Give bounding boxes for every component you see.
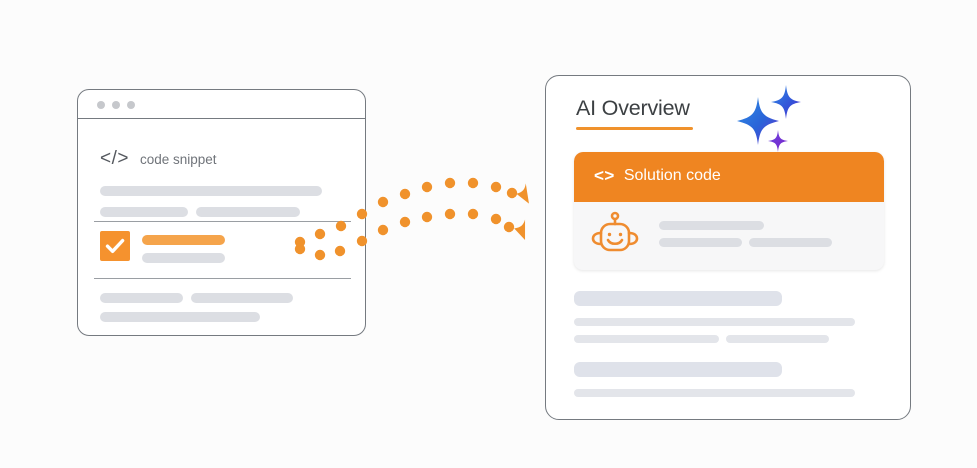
code-bar-row-4-seg-1 bbox=[100, 312, 260, 322]
code-bar-row-2-seg-1 bbox=[100, 207, 188, 217]
arrow-upper-dot-9 bbox=[467, 177, 479, 189]
content-bar-content-row-5-seg-1 bbox=[574, 389, 855, 397]
checkbox-bar-checkbox-row-seg-1 bbox=[142, 235, 225, 245]
window-dot-close-icon[interactable] bbox=[97, 101, 105, 109]
arrow-upper-dot-8 bbox=[444, 177, 456, 189]
code-bar-row-3-seg-1 bbox=[100, 293, 183, 303]
content-bar-content-row-2-seg-1 bbox=[574, 318, 855, 326]
solution-bar-body-row-2-seg-2 bbox=[749, 238, 832, 247]
content-bar-content-row-1-seg-1 bbox=[574, 291, 782, 306]
arrow-lower-dot-11 bbox=[503, 221, 515, 233]
arrow-lower-dot-9 bbox=[467, 208, 479, 220]
solution-bar-body-row-2-seg-1 bbox=[659, 238, 742, 247]
arrow-upper-dot-6 bbox=[399, 188, 411, 200]
solution-code-heading: <> Solution code bbox=[594, 166, 721, 186]
arrow-upper-dot-5 bbox=[377, 196, 389, 208]
sparkle-large bbox=[737, 97, 779, 145]
window-dot-minimize-icon[interactable] bbox=[112, 101, 120, 109]
checkbox-bar-checkbox-row-seg-2 bbox=[142, 253, 225, 263]
check-icon bbox=[105, 238, 125, 253]
arrow-lower-dot-10 bbox=[490, 213, 502, 225]
arrow-upper-arrowhead bbox=[516, 183, 529, 204]
arrow-lower-dot-7 bbox=[421, 211, 433, 223]
content-bar-content-row-4-seg-1 bbox=[574, 362, 782, 377]
content-bar-content-row-3-seg-2 bbox=[726, 335, 829, 343]
arrow-upper-dot-10 bbox=[490, 181, 502, 193]
page-title: AI Overview bbox=[576, 96, 690, 120]
ai-overview-panel: AI Overview bbox=[545, 75, 911, 420]
title-underline bbox=[576, 127, 693, 131]
arrow-upper-dot-11 bbox=[506, 187, 518, 199]
code-bar-row-1-seg-1 bbox=[100, 186, 322, 196]
solution-code-card[interactable]: <> Solution code bbox=[574, 152, 884, 270]
code-snippet-window: </> code snippet bbox=[77, 89, 366, 336]
arrow-lower-dot-5 bbox=[377, 224, 389, 236]
window-dot-maximize-icon[interactable] bbox=[127, 101, 135, 109]
arrow-lower-arrowhead bbox=[514, 219, 526, 241]
arrow-upper-dot-7 bbox=[421, 181, 433, 193]
checkbox-checked[interactable] bbox=[100, 231, 130, 261]
divider-1 bbox=[94, 221, 351, 223]
divider-2 bbox=[94, 278, 351, 280]
code-bar-row-2-seg-2 bbox=[196, 207, 300, 217]
arrow-lower-dot-6 bbox=[399, 216, 411, 228]
sparkle-icon bbox=[737, 85, 801, 152]
code-brackets-icon: <> bbox=[594, 166, 615, 185]
solution-bar-body-row-1-seg-1 bbox=[659, 221, 764, 230]
code-bar-row-3-seg-2 bbox=[191, 293, 293, 303]
sparkle-medium bbox=[771, 85, 801, 119]
arrow-lower-dot-8 bbox=[444, 208, 456, 220]
window-titlebar bbox=[78, 90, 365, 119]
code-snippet-label: code snippet bbox=[139, 152, 217, 167]
sparkle-small bbox=[768, 130, 788, 152]
content-bar-content-row-3-seg-1 bbox=[574, 335, 719, 343]
code-snippet-heading: </> code snippet bbox=[100, 148, 217, 170]
solution-code-header[interactable]: <> Solution code bbox=[574, 152, 884, 202]
solution-code-label: Solution code bbox=[623, 167, 721, 184]
code-brackets-icon: </> bbox=[100, 148, 129, 169]
robot-icon bbox=[591, 211, 639, 252]
